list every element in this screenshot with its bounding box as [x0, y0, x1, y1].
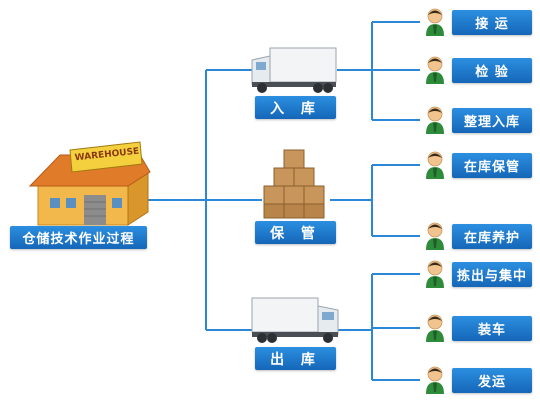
- task-label-loading: 装车: [452, 316, 532, 341]
- task-label-picking: 拣出与集中: [452, 262, 532, 287]
- person-icon: [426, 8, 444, 36]
- main-process-label: 仓储技术作业过程: [10, 226, 147, 249]
- person-icon: [426, 106, 444, 134]
- person-icon: [426, 260, 444, 288]
- task-label-in-storage-keeping: 在库保管: [452, 153, 532, 178]
- task-label-in-storage-maintenance: 在库养护: [452, 224, 532, 249]
- stage-label-outbound: 出 库: [255, 347, 336, 370]
- person-icon: [426, 56, 444, 84]
- truck-icon-outbound: [251, 297, 339, 343]
- warehouse-icon: [28, 141, 151, 226]
- stage-label-storage: 保 管: [255, 221, 336, 244]
- stage-label-inbound: 入 库: [255, 96, 336, 119]
- person-icon: [426, 222, 444, 250]
- task-label-inspect: 检 验: [452, 58, 532, 83]
- boxes-icon: [263, 149, 325, 219]
- person-icon: [426, 366, 444, 394]
- task-label-sort-store: 整理入库: [452, 108, 532, 133]
- task-label-dispatch: 发运: [452, 368, 532, 393]
- person-icon: [426, 151, 444, 179]
- truck-icon-inbound: [251, 47, 337, 93]
- task-label-receive: 接 运: [452, 10, 532, 35]
- person-icon: [426, 314, 444, 342]
